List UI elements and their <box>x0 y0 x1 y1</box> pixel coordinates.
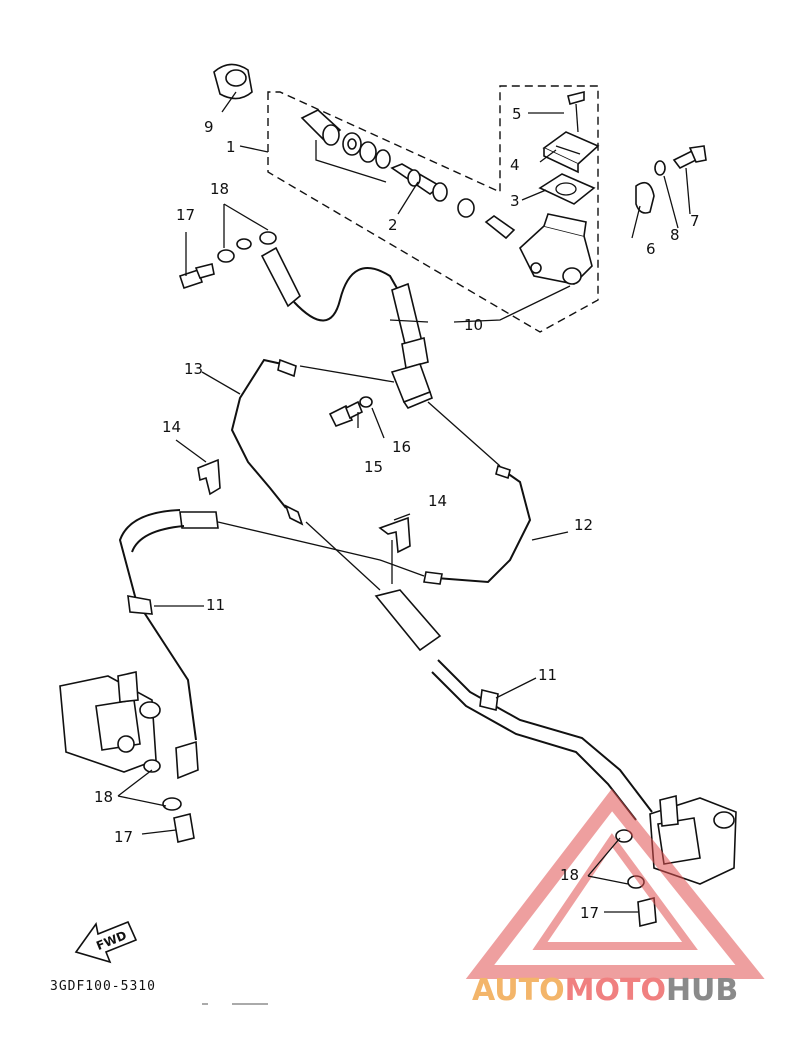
callout-7: 7 <box>690 212 700 230</box>
callout-14-right: 14 <box>428 492 447 510</box>
callout-16: 16 <box>392 438 411 456</box>
screw-part-5 <box>567 90 585 133</box>
callout-9: 9 <box>204 118 214 136</box>
clip-part-14-left <box>197 458 221 496</box>
brake-junction-joint <box>390 363 433 409</box>
diagram-code: 3GDF100-5310 <box>50 979 156 994</box>
union-bolt-lower-left <box>143 759 195 843</box>
watermark-moto: MOTO <box>565 973 666 1008</box>
callout-14-left: 14 <box>162 418 181 436</box>
callout-1: 1 <box>226 138 236 156</box>
watermark-auto: AUTO <box>472 973 565 1008</box>
washer-part-16 <box>359 396 373 408</box>
forward-direction-icon: FWD <box>74 920 138 964</box>
callout-11-right: 11 <box>538 666 557 684</box>
callout-4: 4 <box>510 156 520 174</box>
watermark-triangle <box>465 788 765 979</box>
callout-17-right: 17 <box>580 904 599 922</box>
piston-assembly <box>300 109 516 240</box>
callout-18-left: 18 <box>94 788 113 806</box>
callout-labels: 9 1 2 3 4 5 6 7 8 10 11 11 12 13 14 14 1… <box>94 105 700 922</box>
master-cylinder-body <box>519 213 593 285</box>
callout-15: 15 <box>364 458 383 476</box>
callout-18-right: 18 <box>560 866 579 884</box>
callout-12: 12 <box>574 516 593 534</box>
callout-5: 5 <box>512 105 522 123</box>
callout-2: 2 <box>388 216 398 234</box>
callout-8: 8 <box>670 226 680 244</box>
union-bolt-top <box>178 231 277 290</box>
washer-part-8 <box>654 160 666 176</box>
callout-18-top: 18 <box>210 180 229 198</box>
brake-pipe-part-12 <box>423 464 532 585</box>
callout-17-left: 17 <box>114 828 133 846</box>
diaphragm-part-3 <box>538 173 596 205</box>
reservoir-cap-part-4 <box>542 131 600 174</box>
watermark-hub: HUB <box>666 973 738 1008</box>
clip-part-14-right <box>378 516 411 554</box>
watermark-logo: AUTOMOTOHUB <box>472 973 738 1008</box>
leader-lines <box>117 91 691 913</box>
callout-3: 3 <box>510 192 520 210</box>
callout-11-left: 11 <box>206 596 225 614</box>
brake-caliper-left <box>59 671 161 773</box>
bracket-part-6 <box>635 181 655 214</box>
callout-6: 6 <box>646 240 656 258</box>
union-bolt-lower-right <box>615 829 657 928</box>
bolt-part-15 <box>328 400 364 428</box>
callout-17-top: 17 <box>176 206 195 224</box>
master-cylinder-group-outline <box>267 85 599 333</box>
brake-pipe-part-13 <box>230 358 304 526</box>
svg-text:AUTOMOTOHUB: AUTOMOTOHUB <box>472 973 738 1008</box>
brake-hose-part-10 <box>260 246 429 370</box>
brake-hose-part-11-right <box>374 589 653 821</box>
brake-caliper-right <box>649 794 737 885</box>
callout-10: 10 <box>464 316 483 334</box>
callout-13: 13 <box>184 360 203 378</box>
bolt-part-7 <box>672 145 707 170</box>
brake-hose-part-11-left <box>118 509 219 780</box>
boot-part-9 <box>213 63 253 100</box>
